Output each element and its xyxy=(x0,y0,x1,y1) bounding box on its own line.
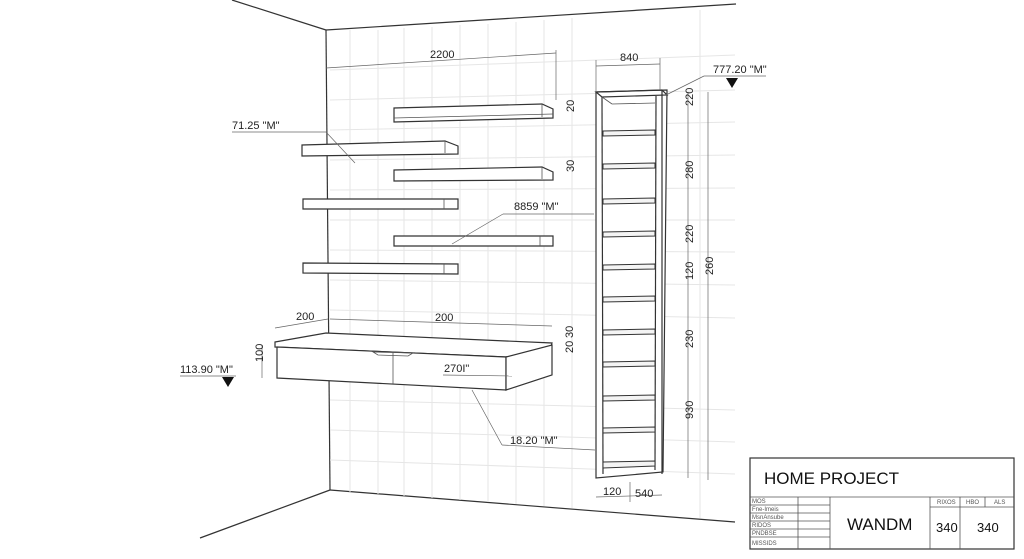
title-block: HOME PROJECT MOS Fne-Imeis MsnAnsube RID… xyxy=(749,457,1015,550)
shelf-thickness-label: 30 xyxy=(565,160,577,172)
room-outline xyxy=(199,0,737,539)
desk-width-label: 200 xyxy=(435,312,453,324)
annotation-mid-level: 8859 "M" xyxy=(451,201,594,245)
column-header: HBO xyxy=(966,500,979,506)
title-block-row: MsnAnsube xyxy=(752,515,784,521)
title-block-row: Fne-Imeis xyxy=(752,507,779,513)
annotation-label: 113.90 "M" xyxy=(180,364,233,376)
segment-label: 930 xyxy=(684,401,696,419)
floating-shelves: 20 30 xyxy=(301,100,577,275)
annotation-desk-bottom: 18.20 "M" xyxy=(471,389,596,451)
value-cell: 340 xyxy=(936,520,958,535)
desk-dimensions: 200 200 100 30 20 xyxy=(254,311,576,378)
desk-depth-label: 200 xyxy=(296,311,314,323)
annotation-label: 71.25 "M" xyxy=(232,120,280,132)
dimension-wall-width: 2200 xyxy=(325,49,557,100)
bookcase-width-label: 840 xyxy=(620,52,638,64)
shelf-thickness-label: 20 xyxy=(565,100,577,112)
wall-grid xyxy=(329,10,736,518)
desk-top-a-label: 30 xyxy=(564,326,576,338)
segment-label: 280 xyxy=(684,161,696,179)
level-marker-icon xyxy=(222,377,234,387)
annotation-label: 18.20 "M" xyxy=(510,435,558,447)
title-block-row: PNDBSE xyxy=(752,531,777,537)
drawer-label: 270I" xyxy=(444,363,469,375)
drawing-name: WANDM xyxy=(847,515,912,534)
bottom-right-label: 540 xyxy=(635,488,653,500)
title-block-row: MOS xyxy=(752,499,766,505)
annotation-desk-level: 113.90 "M" xyxy=(180,364,236,387)
annotation-label: 777.20 "M" xyxy=(713,64,767,76)
title-block-row: MISSIDS xyxy=(752,541,777,547)
annotation-label: 8859 "M" xyxy=(514,201,559,213)
title-block-row: RIDOS xyxy=(752,523,771,529)
desk-top-b-label: 20 xyxy=(564,341,576,353)
segment-label: 120 xyxy=(684,262,696,280)
bookcase-dimensions: 840 220 280 220 120 230 930 260 120 540 xyxy=(595,52,716,502)
annotation-shelf-level: 71.25 "M" xyxy=(232,120,356,164)
bottom-left-label: 120 xyxy=(603,486,621,498)
segment-label: 220 xyxy=(684,225,696,243)
column-header: ALS xyxy=(994,500,1005,506)
level-marker-icon xyxy=(726,78,738,88)
segment-label: 230 xyxy=(684,330,696,348)
tall-bookcase xyxy=(594,89,669,479)
project-title: HOME PROJECT xyxy=(764,469,899,488)
annotation-top-level: 777.20 "M" xyxy=(665,64,767,96)
column-header: RIXOS xyxy=(937,500,956,506)
desk-height-label: 100 xyxy=(254,344,266,362)
dimension-label: 2200 xyxy=(430,49,454,61)
wall-desk: 270I" xyxy=(274,332,553,391)
bookcase-total-label: 260 xyxy=(704,257,716,275)
segment-label: 220 xyxy=(684,88,696,106)
value-cell: 340 xyxy=(977,520,999,535)
